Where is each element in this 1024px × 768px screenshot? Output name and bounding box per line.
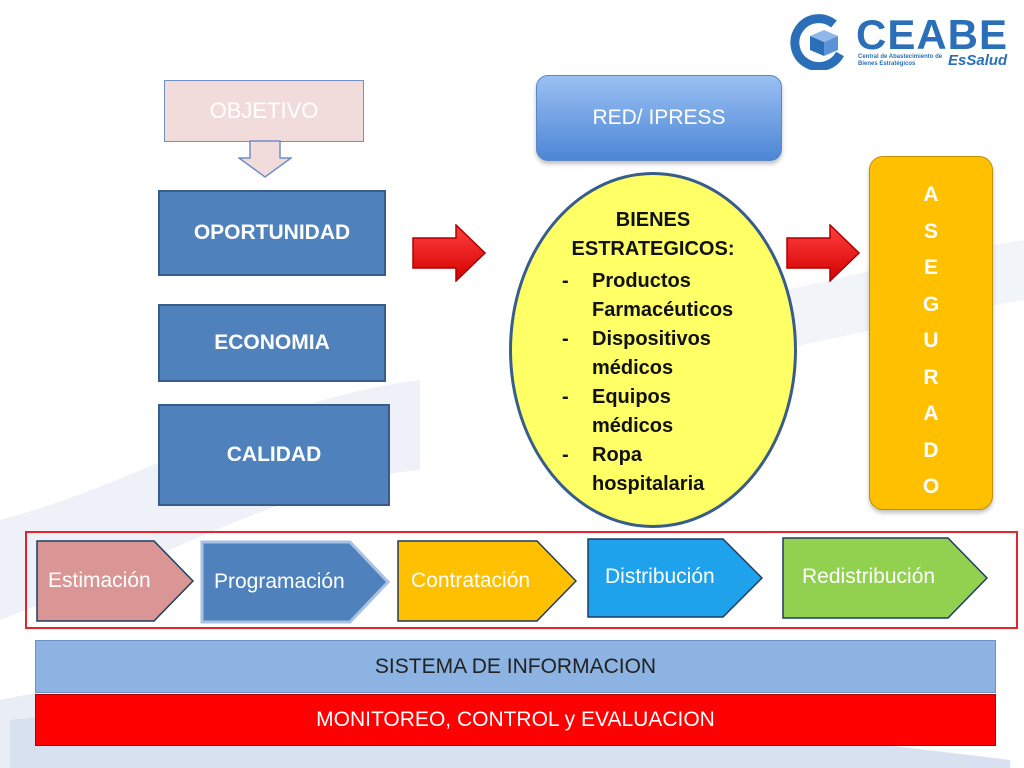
process-step-label: Distribución	[605, 565, 715, 588]
bienes-title-line2: ESTRATEGICOS:	[571, 238, 735, 260]
process-step-programacion: Programación	[200, 540, 390, 624]
pillar-oportunidad: OPORTUNIDAD	[158, 190, 386, 276]
process-step-label: Redistribución	[802, 565, 936, 588]
asegurado-letter: A	[923, 402, 939, 425]
logo-subtitle: Central de Abastecimiento de Bienes Estr…	[858, 54, 943, 67]
monitoreo-bar: MONITOREO, CONTROL y EVALUACION	[35, 694, 996, 746]
asegurado-box: A S E G U R A D O	[869, 156, 993, 510]
logo-name: CEABE	[856, 11, 1009, 58]
process-step-distribucion: Distribución	[587, 538, 763, 618]
bienes-title-line1: BIENES	[615, 209, 691, 231]
chevron-shape	[397, 540, 577, 622]
chevron-shape	[36, 540, 194, 622]
right-arrow-icon	[786, 224, 860, 282]
red-ipress-box: RED/ IPRESS	[536, 75, 782, 161]
asegurado-letter: S	[923, 219, 938, 243]
chevron-shape	[200, 540, 390, 624]
pillar-economia: ECONOMIA	[158, 304, 386, 382]
chevron-shape	[587, 538, 763, 618]
ceabe-logo: CEABE Central de Abastecimiento de Biene…	[788, 12, 1018, 72]
process-step-estimacion: Estimación	[36, 540, 194, 622]
asegurado-letter: U	[923, 329, 939, 352]
process-step-label: Programación	[214, 570, 345, 593]
chevron-shape	[782, 537, 988, 619]
sistema-informacion-bar: SISTEMA DE INFORMACION	[35, 640, 996, 693]
down-arrow-icon	[238, 140, 292, 178]
asegurado-letter: A	[923, 183, 939, 206]
objetivo-box: OBJETIVO	[164, 80, 364, 142]
process-step-label: Contratación	[411, 569, 531, 592]
process-step-redistribucion: Redistribución	[782, 537, 988, 619]
process-step-contratacion: Contratación	[397, 540, 577, 622]
right-arrow-icon	[412, 224, 486, 282]
bienes-estrategicos-ellipse	[509, 172, 797, 528]
process-frame	[25, 531, 1018, 629]
asegurado-letter: D	[923, 438, 939, 462]
process-step-label: Estimación	[48, 569, 151, 592]
ceabe-logo-icon	[790, 14, 844, 70]
asegurado-letter: E	[923, 256, 938, 279]
bienes-title: BIENES ESTRATEGICOS:	[520, 206, 786, 264]
asegurado-letter: O	[922, 475, 940, 498]
logo-brand: EsSalud	[948, 52, 1008, 69]
pillar-calidad: CALIDAD	[158, 404, 390, 506]
asegurado-letter: G	[922, 292, 940, 316]
asegurado-letter: R	[923, 365, 939, 389]
